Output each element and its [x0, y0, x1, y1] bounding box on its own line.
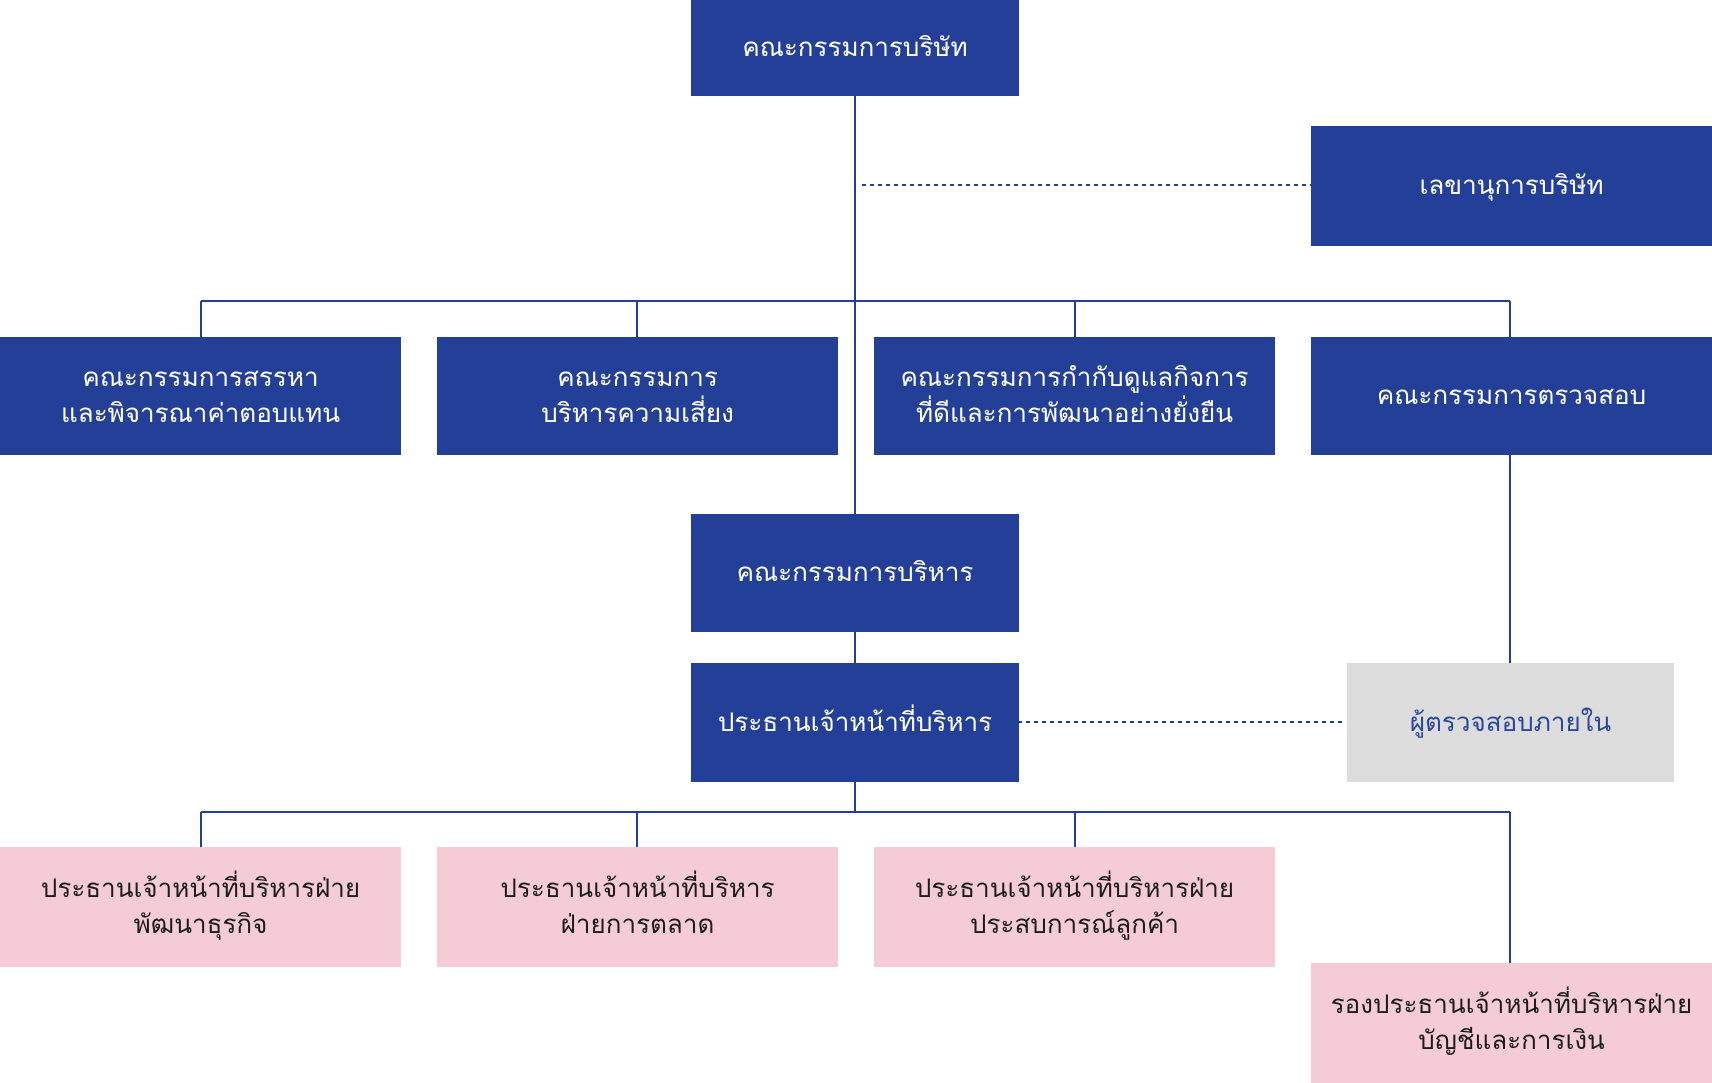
cmo-box: ประธานเจ้าหน้าที่บริหาร ฝ่ายการตลาด	[437, 847, 838, 967]
risk-committee-box: คณะกรรมการ บริหารความเสี่ยง	[437, 337, 838, 455]
ceo-box: ประธานเจ้าหน้าที่บริหาร	[691, 663, 1019, 782]
nomination-committee-box: คณะกรรมการสรรหา และพิจารณาค่าตอบแทน	[0, 337, 401, 455]
secretary-box: เลขานุการบริษัท	[1311, 126, 1712, 246]
governance-committee-box: คณะกรรมการกำกับดูแลกิจการ ที่ดีและการพัฒ…	[874, 337, 1275, 455]
internal-auditor-box: ผู้ตรวจสอบภายใน	[1347, 663, 1674, 782]
cxo-box: ประธานเจ้าหน้าที่บริหารฝ่าย ประสบการณ์ลู…	[874, 847, 1275, 967]
deputy-cfo-box: รองประธานเจ้าหน้าที่บริหารฝ่าย บัญชีและก…	[1311, 963, 1712, 1083]
board-box: คณะกรรมการบริษัท	[691, 0, 1019, 96]
cbdo-box: ประธานเจ้าหน้าที่บริหารฝ่าย พัฒนาธุรกิจ	[0, 847, 401, 967]
audit-committee-box: คณะกรรมการตรวจสอบ	[1311, 337, 1712, 455]
executive-committee-box: คณะกรรมการบริหาร	[691, 514, 1019, 632]
